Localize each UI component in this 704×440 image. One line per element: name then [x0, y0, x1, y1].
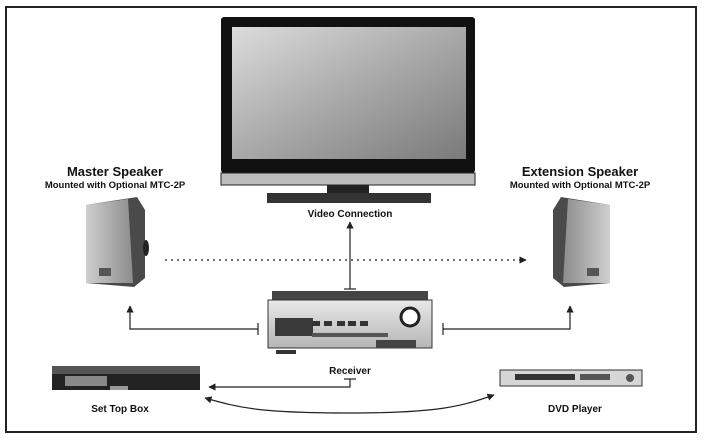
settopbox-to-dvd-line [204, 393, 495, 414]
set-top-box-device [52, 366, 200, 390]
master-speaker [86, 197, 149, 287]
dvd-player-device [499, 369, 643, 387]
master-speaker-title: Master Speaker [66, 164, 164, 179]
extension-speaker-title: Extension Speaker [521, 164, 639, 179]
receiver-to-master-line [126, 305, 258, 330]
extension-speaker-subtitle: Mounted with Optional MTC-2P [509, 180, 651, 191]
receiver-label: Receiver [329, 366, 371, 377]
diagram-frame [5, 6, 697, 433]
connection-lines [126, 221, 574, 414]
dvd-player-label: DVD Player [548, 404, 602, 415]
receiver-device [267, 291, 433, 354]
set-top-box-label: Set Top Box [91, 404, 149, 415]
video-connection-label: Video Connection [307, 209, 393, 220]
extension-speaker [553, 197, 610, 287]
receiver-to-extension-line [443, 305, 574, 330]
master-speaker-subtitle: Mounted with Optional MTC-2P [44, 180, 186, 191]
television [220, 17, 476, 203]
receiver-to-settopbox-line [208, 379, 351, 391]
